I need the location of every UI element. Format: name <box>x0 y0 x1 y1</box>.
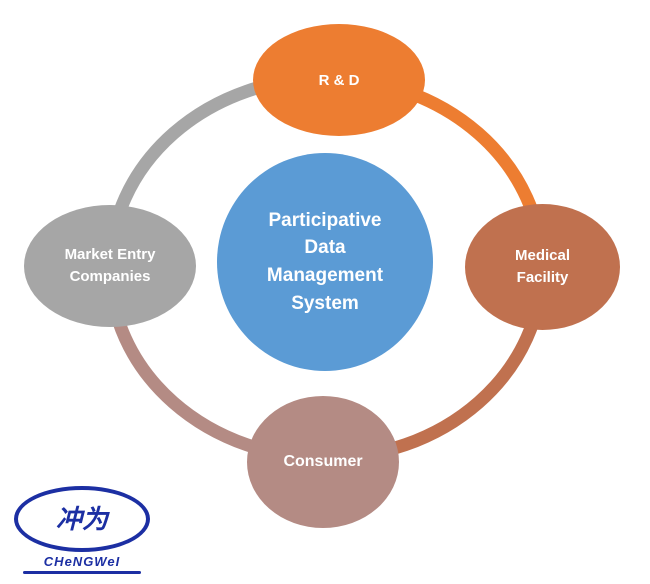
node-medical-label-line: Medical <box>514 247 571 265</box>
node-consumer: Consumer <box>247 396 399 528</box>
logo-cjk-text: 冲为 <box>55 504 108 534</box>
logo-ellipse: 冲为 <box>14 486 150 552</box>
center-node: Participative Data Management System <box>217 153 433 371</box>
node-market-entry-companies: Market Entry Companies <box>24 205 196 327</box>
center-node-line: System <box>291 292 359 314</box>
node-rd: R & D <box>253 24 425 136</box>
node-market-label-line: Companies <box>69 268 151 285</box>
node-medical-label-line: Facility <box>516 269 569 286</box>
center-node-line: Participative <box>268 209 382 231</box>
node-market-label-line: Market Entry <box>64 246 156 264</box>
node-rd-label: R & D <box>318 71 360 89</box>
logo-latin-text: CHeNGWeI <box>43 554 121 569</box>
chengwei-logo: 冲为 CHeNGWeI <box>8 486 156 574</box>
node-consumer-label: Consumer <box>283 453 363 470</box>
logo-underline <box>23 571 141 574</box>
node-medical-facility: Medical Facility <box>465 204 620 330</box>
center-node-line: Data <box>304 237 346 259</box>
center-node-line: Management <box>266 265 384 286</box>
